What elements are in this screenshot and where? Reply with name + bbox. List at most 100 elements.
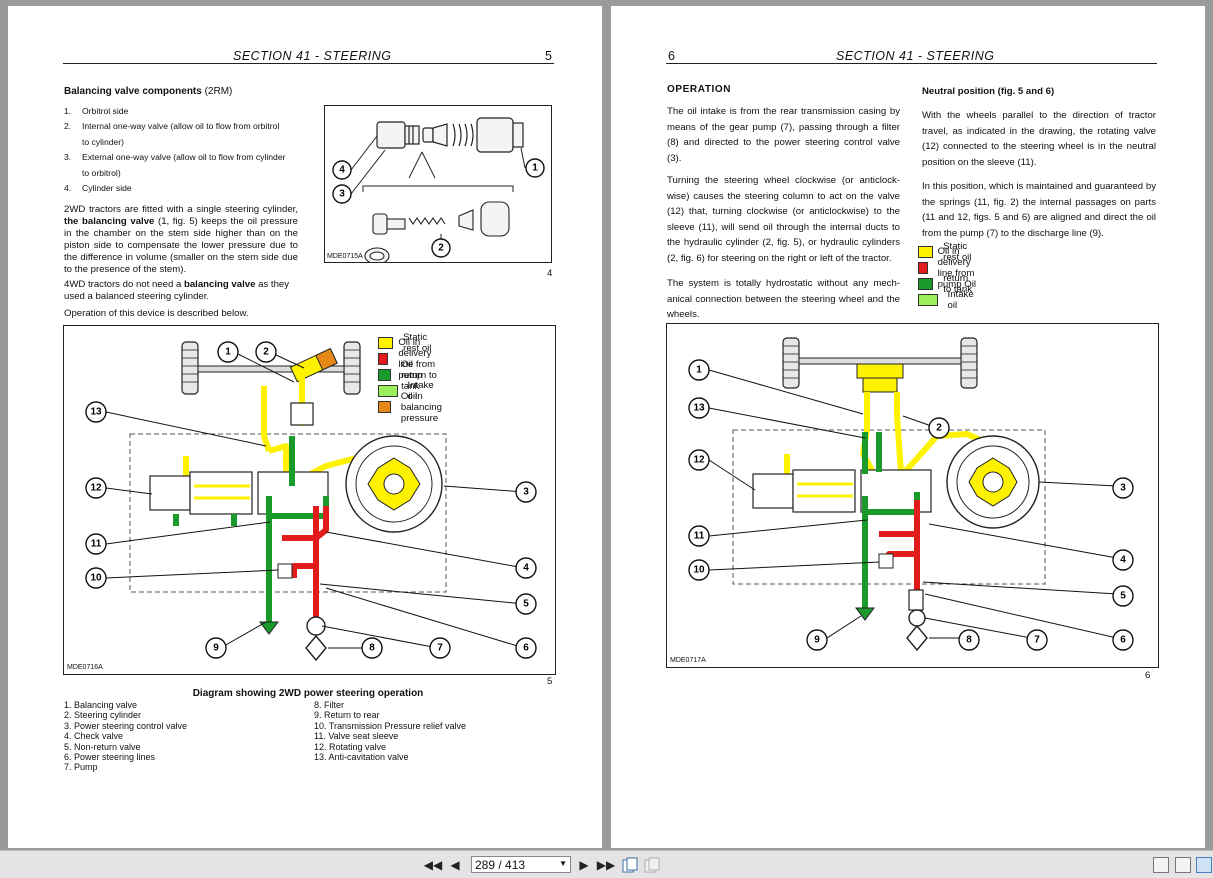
legend-item: Static rest oil [918,241,976,263]
operation-paragraph-3: The system is totally hydrostatic withou… [667,278,900,321]
paragraph-2wd: 2WD tractors are fitted with a single st… [64,204,298,275]
go-forward-icon[interactable] [643,856,661,874]
figure-6-4wd-diagram: 1 13 12 11 10 9 8 7 6 5 4 3 2 MDE0717A [666,323,1159,668]
list-item: 4. Check valve [64,731,124,742]
figure-4-balancing-valve: 1 2 3 4 MDE0715A [324,105,552,263]
callout-7: 7 [429,637,451,659]
callout-1: 1 [217,341,239,363]
svg-text:5: 5 [1120,591,1126,602]
previous-page-icon[interactable]: ◀ [450,858,460,872]
two-page-view-icon[interactable] [1196,857,1212,873]
last-page-icon[interactable]: ▶▶ [596,858,616,872]
svg-text:3: 3 [339,189,345,200]
callout-4: 4 [515,557,537,579]
components-heading: Balancing valve components (2RM) [64,86,233,97]
page-number: 6 [668,49,676,63]
callout-6: 6 [1112,629,1134,651]
callout-8: 8 [361,637,383,659]
chevron-down-icon[interactable]: ▼ [559,859,567,868]
section-header: SECTION 41 - STEERING [836,49,995,63]
operation-paragraph-2: Turning the steering wheel clockwise (or… [667,175,900,264]
single-page-view-icon[interactable] [1153,857,1169,873]
callout-3: 3 [1112,477,1134,499]
neutral-heading: Neutral position (fig. 5 and 6) [922,86,1055,97]
svg-text:10: 10 [90,573,102,584]
parts-legend-col1: 1. Balancing valve 2. Steering cylinder … [64,700,187,773]
left-page: SECTION 41 - STEERING 5 Balancing valve … [8,6,602,848]
svg-text:6: 6 [1120,635,1126,646]
neutral-paragraph-1: With the wheels parallel to the directio… [922,110,1156,168]
page-number-input[interactable]: 289 / 413 ▼ [471,856,571,873]
legend-item: Oil in delivery line from pump [378,337,445,381]
callout-6: 6 [515,637,537,659]
svg-text:4: 4 [1120,555,1126,566]
svg-text:8: 8 [369,643,375,654]
list-item: 2.Internal one-way valve (allow oil to f… [64,121,280,132]
svg-text:4: 4 [523,563,529,574]
figure-number: 5 [547,676,553,687]
list-item: 2. Steering cylinder [64,710,142,721]
legend-item: Intake oil [378,380,438,402]
list-item: 5. Non-return valve [64,741,141,752]
svg-text:13: 13 [90,407,102,418]
list-item: 3.External one-way valve (allow oil to f… [64,152,286,163]
callout-2: 2 [255,341,277,363]
callout-8: 8 [958,629,980,651]
list-item: 1.Orbitrol side [64,106,129,116]
section-header: SECTION 41 - STEERING [233,49,392,63]
next-page-icon[interactable]: ▶ [579,858,589,872]
continuous-view-icon[interactable] [1175,857,1191,873]
figure-number: 4 [547,268,553,279]
svg-text:11: 11 [694,531,705,542]
list-item: 12. Rotating valve [314,741,387,752]
first-page-icon[interactable]: ◀◀ [423,858,443,872]
svg-text:4: 4 [339,165,345,176]
callout-4: 4 [1112,549,1134,571]
svg-text:7: 7 [437,643,443,654]
legend-item: Oil in balancing pressure [378,391,453,424]
callout-10: 10 [688,559,710,581]
svg-text:7: 7 [1034,635,1040,646]
svg-text:5: 5 [523,599,529,610]
svg-text:12: 12 [90,483,102,494]
hydraulic-diagram-2wd [105,341,525,662]
legend-item: Oil return to tank [378,359,437,392]
svg-text:1: 1 [225,347,231,358]
paragraph-4wd: 4WD tractors do not need a balancing val… [64,279,290,302]
callout-1: 1 [688,359,710,381]
figure-5-2wd-diagram: 1 2 13 12 11 10 9 8 7 6 5 4 3 Static res… [63,325,556,675]
callout-1: 1 [525,158,545,178]
page-indicator: 289 / 413 [475,857,526,872]
list-item: 10. Transmission Pressure relief valve [314,720,467,731]
figure-4-callouts: 1 2 3 4 [332,158,545,258]
svg-text:1: 1 [696,365,702,376]
header-rule [666,63,1157,64]
callout-9: 9 [806,629,828,651]
legend-item: Intake oil [918,289,978,311]
go-back-icon[interactable] [621,856,639,874]
list-item: to cylinder) [82,136,125,147]
legend-item: Oil in delivery line from pump Oil [918,246,985,290]
operation-heading: OPERATION [667,84,732,95]
operation-paragraph-1: The oil intake is from the rear transmis… [667,106,900,164]
svg-text:10: 10 [693,565,705,576]
callout-2: 2 [431,238,451,258]
callout-10: 10 [85,567,107,589]
list-item: 9. Return to rear [314,710,380,721]
header-rule [63,63,554,64]
svg-text:9: 9 [213,643,219,654]
callout-12: 12 [688,449,710,471]
page-number: 5 [545,49,553,63]
svg-text:2: 2 [936,423,942,434]
svg-text:2: 2 [438,243,444,254]
figure-code: MDE0715A [327,253,363,260]
callout-9: 9 [205,637,227,659]
list-item: 8. Filter [314,700,345,710]
neutral-paragraph-2: In this position, which is maintained an… [922,181,1156,239]
svg-text:3: 3 [523,487,529,498]
callout-5: 5 [1112,585,1134,607]
callout-11: 11 [688,525,710,547]
svg-text:2: 2 [263,347,269,358]
list-item: 4.Cylinder side [64,183,132,194]
legend-item: return to tank [918,273,977,295]
